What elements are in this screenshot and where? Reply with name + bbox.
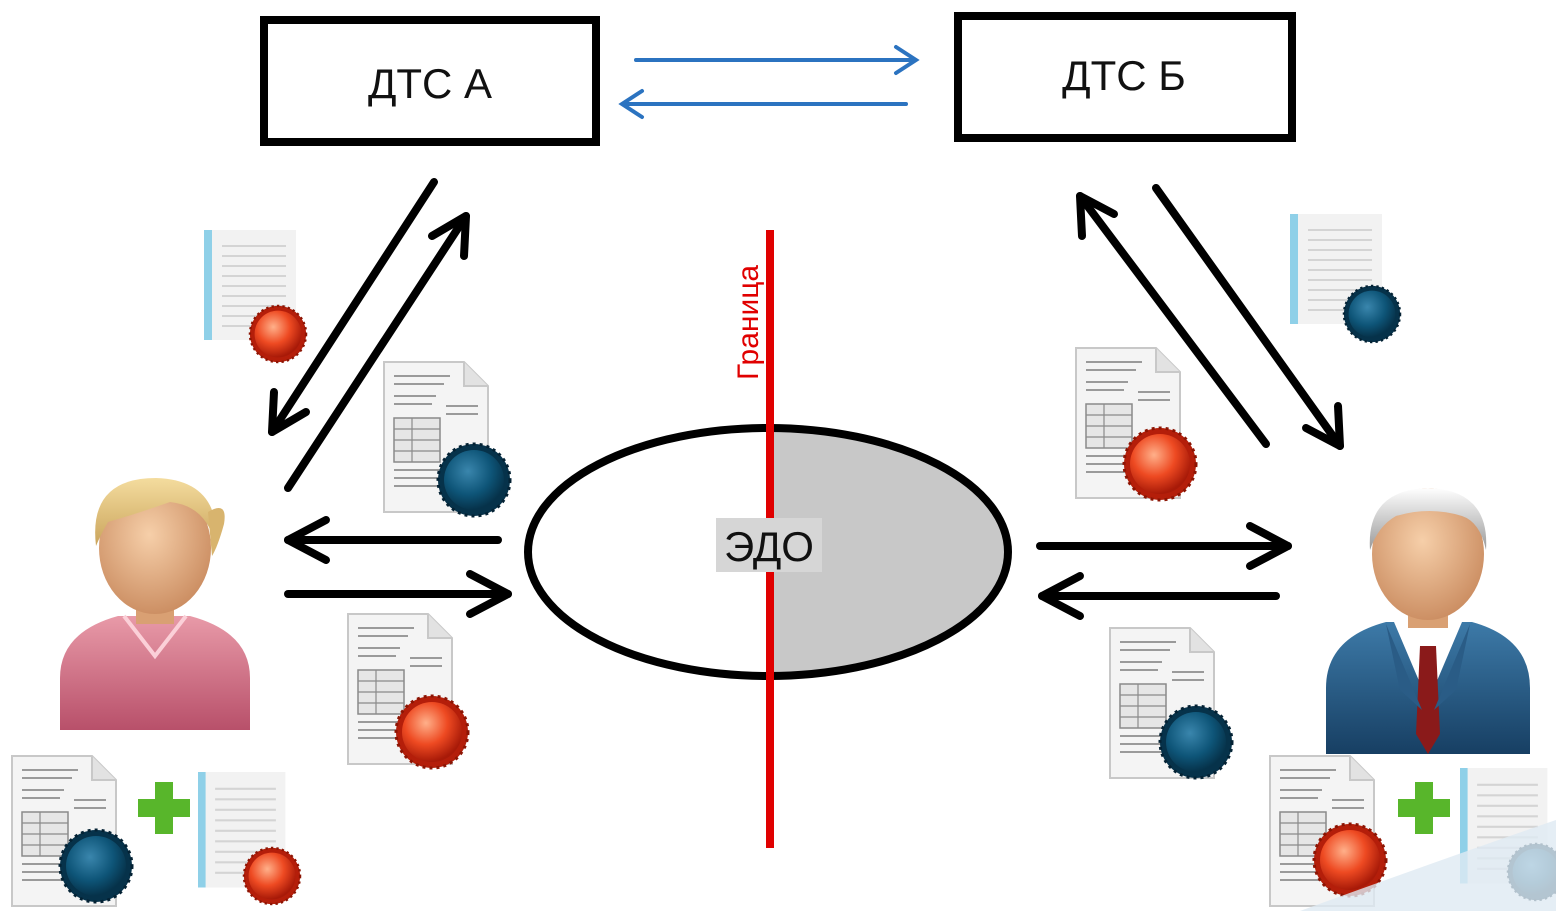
man-user-icon xyxy=(1326,488,1530,754)
dts-a-label: ДТС А xyxy=(368,60,492,107)
woman-user-icon xyxy=(60,478,250,730)
border-label: Граница xyxy=(732,265,765,380)
combined-document-icon xyxy=(11,755,134,907)
dts-b-label: ДТС Б xyxy=(1062,52,1186,99)
dts-exchange-arrows xyxy=(618,45,920,119)
arrow-dts-b-to-recipient xyxy=(1152,184,1344,450)
dts-b-node: ДТС Б xyxy=(954,12,1296,142)
combined-document-icon xyxy=(1269,755,1388,907)
signed-document-icon xyxy=(347,613,470,770)
signed-document-icon xyxy=(383,361,512,518)
edo-label-group: ЭДО xyxy=(716,518,822,572)
signed-document-icon xyxy=(203,229,308,364)
arrow-dts-b-to-a xyxy=(618,89,908,119)
plus-icon xyxy=(138,782,190,834)
arrow-recipient-to-dts-b xyxy=(1076,192,1270,448)
arrow-edo-to-sender xyxy=(284,516,502,564)
edo-label: ЭДО xyxy=(724,523,814,570)
dts-a-node: ДТС А xyxy=(260,16,600,146)
arrow-dts-a-to-b xyxy=(634,45,920,75)
signed-document-icon xyxy=(196,770,302,906)
arrow-sender-to-dts-a xyxy=(284,212,470,492)
signed-document-icon xyxy=(1109,627,1234,780)
corner-swoosh xyxy=(1300,820,1556,911)
arrow-recipient-to-edo xyxy=(1038,572,1280,620)
arrow-sender-to-edo xyxy=(284,570,512,618)
plus-icon xyxy=(1398,782,1450,834)
signed-document-icon xyxy=(1075,347,1198,502)
flow-arrows xyxy=(268,178,1344,620)
arrow-dts-a-to-sender xyxy=(268,178,438,436)
arrow-edo-to-recipient xyxy=(1036,522,1292,570)
signed-document-icon xyxy=(1289,213,1402,344)
